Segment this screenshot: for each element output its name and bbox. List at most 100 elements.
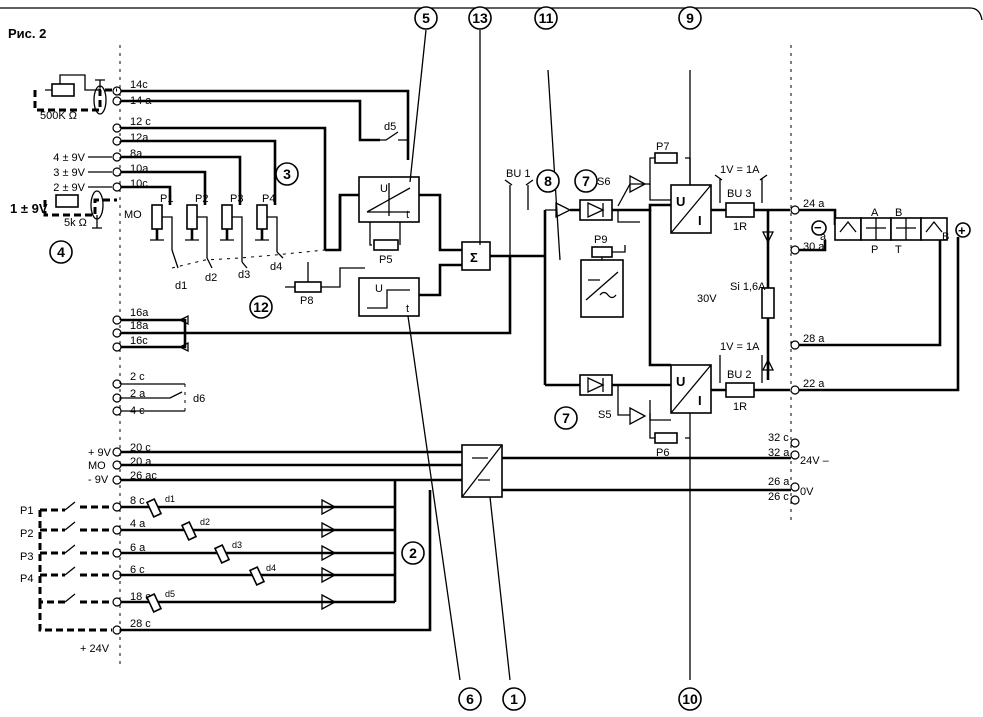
pot-p9-label: P9 — [594, 234, 607, 246]
pin-2a: 2 a — [130, 388, 146, 400]
contact-d1-label: d1 — [175, 280, 187, 292]
callout-2: 2 — [409, 545, 417, 561]
pot-p2-label: P2 — [195, 193, 208, 205]
pin-4a: 4 a — [130, 518, 146, 530]
callout-1: 1 — [510, 691, 518, 707]
output-24v-label: 24V – — [800, 455, 830, 467]
shunt-top-scale: 1V = 1A — [720, 164, 760, 176]
amp-b-i-label: I — [698, 393, 702, 408]
wire-step-out — [419, 263, 462, 297]
wire-top-amp-in — [570, 203, 671, 212]
pot-p7 — [654, 152, 678, 164]
step-t-label: t — [406, 303, 409, 315]
callout-7a: 7 — [582, 173, 590, 189]
valve-solenoid-b: B — [942, 231, 949, 243]
contact-d5-label: d5 — [384, 121, 396, 133]
pot-p8-label: P8 — [300, 295, 313, 307]
wire-14c — [121, 89, 410, 160]
callout-6: 6 — [466, 691, 474, 707]
callout-10: 10 — [682, 691, 698, 707]
switch-bank — [38, 508, 112, 632]
contacts-d1-d4 — [171, 249, 284, 269]
shunt-top-label: 1R — [733, 221, 747, 233]
switch-contacts — [64, 501, 76, 603]
wire-14a — [121, 99, 380, 142]
amp-b-u-label: U — [676, 374, 685, 389]
callout-12: 12 — [253, 299, 269, 315]
leader-11 — [547, 69, 561, 261]
step-generator-block — [358, 277, 420, 317]
wire-12a — [121, 139, 277, 205]
wire-12c — [121, 126, 327, 250]
diode-top — [579, 199, 613, 221]
callout-8: 8 — [544, 173, 552, 189]
switch-p4-label: P4 — [20, 573, 33, 585]
pin-16c: 16c — [130, 335, 148, 347]
fuse-voltage: 30V — [697, 293, 717, 305]
mo-label: MO — [88, 460, 106, 472]
valve-t-label: T — [895, 244, 902, 256]
fuse — [761, 287, 775, 319]
resistor-500k-label: 500K Ω — [40, 110, 77, 122]
figure-title: Рис. 2 — [8, 26, 46, 41]
bu1-label: BU 1 — [506, 168, 530, 180]
bu1-socket — [504, 179, 534, 256]
shunt-bottom-scale: 1V = 1A — [720, 341, 760, 353]
pin-26c: 26 c — [768, 491, 789, 503]
pin-12c: 12 c — [130, 116, 151, 128]
amp-a-u-label: U — [676, 194, 685, 209]
callout-11: 11 — [539, 10, 554, 26]
contact-d4-label: d4 — [270, 261, 282, 273]
ramp-t-label: t — [406, 209, 409, 221]
pot-p4-label: P4 — [262, 193, 275, 205]
pin-28c: 28 c — [130, 618, 151, 630]
wire-10a — [121, 170, 207, 205]
summing-symbol: Σ — [470, 250, 478, 265]
bu3-socket — [714, 174, 768, 203]
pin-28a: 28 a — [803, 333, 825, 345]
pot-p1-label: P1 — [160, 193, 173, 205]
callout-13: 13 — [472, 10, 488, 26]
gang-line — [171, 249, 326, 269]
callouts — [49, 6, 702, 711]
diodes-fuse — [761, 231, 775, 371]
voltage-1-label: 1 ± 9V — [10, 201, 48, 216]
plus-symbol: + — [958, 223, 966, 238]
pin-6c: 6 c — [130, 564, 145, 576]
leader-1 — [489, 496, 511, 681]
wire-10c — [121, 185, 172, 205]
page-frame — [0, 7, 983, 21]
diode-bottom — [579, 374, 613, 396]
pin-18c: 18 c — [130, 591, 151, 603]
wire-valve-return — [799, 237, 960, 392]
pin-6a: 6 a — [130, 542, 146, 554]
fuse-label: Si 1,6A — [730, 281, 766, 293]
amp-s6 — [629, 174, 647, 194]
output-0v-label: 0V — [800, 486, 814, 498]
resistor-5k-label: 5k Ω — [64, 217, 87, 229]
switch-p2-label: P2 — [20, 528, 33, 540]
wire-supply-out — [502, 456, 791, 492]
wire-amp-link — [648, 210, 671, 367]
switch-p3-label: P3 — [20, 551, 33, 563]
wire-p5 — [369, 222, 401, 246]
callout-3: 3 — [283, 166, 291, 182]
pot-p5 — [373, 239, 399, 251]
pot-p5-label: P5 — [379, 254, 392, 266]
pin-32c: 32 c — [768, 432, 789, 444]
amp-s5 — [629, 406, 647, 426]
s5-label: S5 — [598, 409, 611, 421]
amp-a-i-label: I — [698, 213, 702, 228]
leaders — [407, 29, 481, 681]
relay-d3-label: d3 — [232, 540, 242, 550]
buffer-8 — [545, 201, 572, 219]
wire-p8 — [285, 262, 365, 288]
voltage-3-label: 3 ± 9V — [53, 167, 85, 179]
wire-s6 — [617, 183, 671, 223]
callout-9: 9 — [686, 10, 694, 26]
ramp-u-label: U — [380, 183, 388, 195]
callout-5: 5 — [422, 10, 430, 26]
proportional-valve — [799, 208, 948, 252]
wire-setpoint-sum — [325, 193, 360, 252]
